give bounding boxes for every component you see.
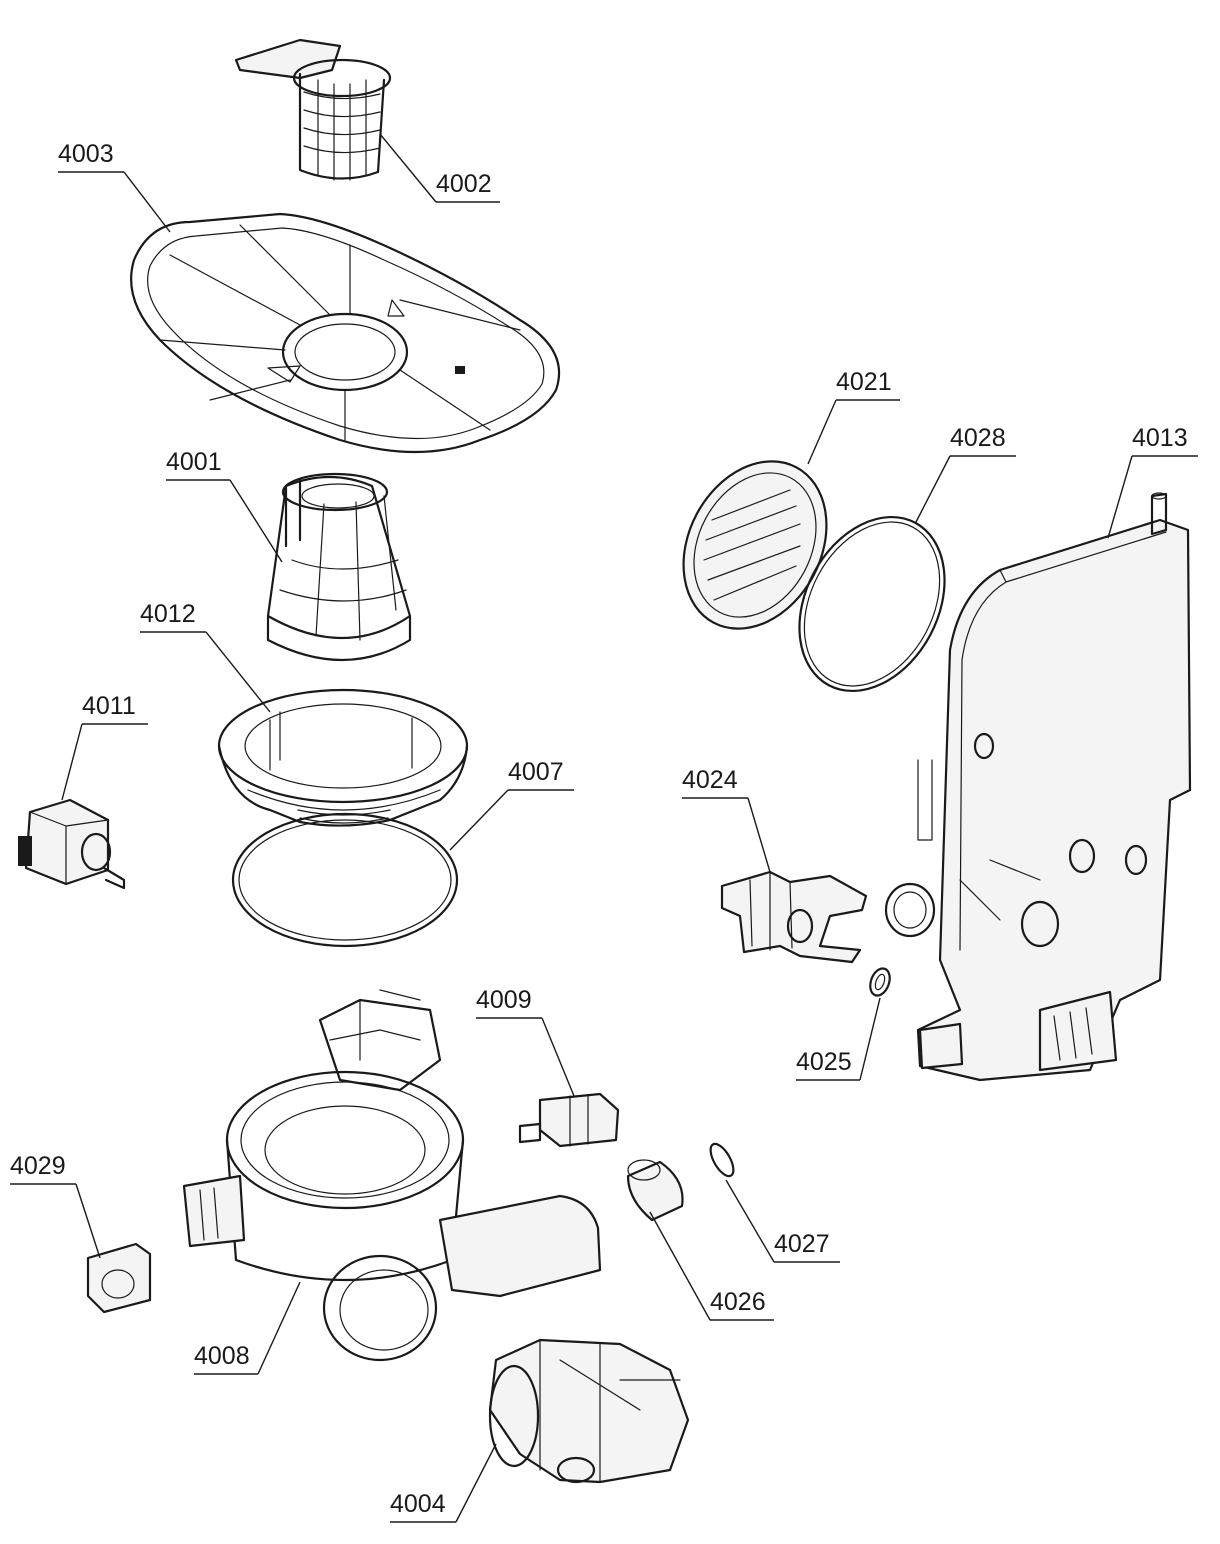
callout-4027: 4027 (725, 1179, 840, 1263)
callout-4021: 4021 (807, 368, 900, 465)
callout-label-4011: 4011 (82, 692, 136, 720)
callout-4028: 4028 (915, 424, 1016, 523)
callout-label-4025: 4025 (796, 1048, 852, 1076)
callout-label-4026: 4026 (710, 1288, 766, 1316)
callout-label-4002: 4002 (436, 170, 492, 198)
part-4009-connector (518, 1092, 620, 1148)
callout-4007: 4007 (449, 758, 574, 851)
callout-label-4012: 4012 (140, 600, 196, 628)
callout-label-4009: 4009 (476, 986, 532, 1014)
part-4002-fine-filter (234, 38, 392, 181)
callout-label-4007: 4007 (508, 758, 564, 786)
part-4021-cover (682, 460, 828, 630)
callout-label-4024: 4024 (682, 766, 738, 794)
callout-4009: 4009 (476, 986, 575, 1097)
part-4024-valve-bracket (720, 870, 868, 964)
callout-label-4028: 4028 (950, 424, 1006, 452)
callout-4001: 4001 (166, 448, 283, 563)
callout-4025: 4025 (796, 997, 881, 1081)
callout-label-4021: 4021 (836, 368, 892, 396)
callout-label-4003: 4003 (58, 140, 114, 168)
callout-4011: 4011 (61, 692, 148, 801)
part-4025-washer (869, 967, 891, 997)
callout-4002: 4002 (379, 133, 500, 203)
part-4008-sump (182, 989, 602, 1362)
part-4003-flat-filter (130, 212, 561, 454)
part-4007-seal-ring (231, 812, 459, 948)
callout-4004: 4004 (390, 1443, 497, 1523)
part-4012-ring (217, 688, 469, 827)
callout-label-4004: 4004 (390, 1490, 446, 1518)
callout-4026: 4026 (649, 1211, 774, 1321)
callout-label-4013: 4013 (1132, 424, 1188, 452)
part-4026-cylinder (626, 1159, 684, 1222)
callout-label-4008: 4008 (194, 1342, 250, 1370)
callout-4013: 4013 (1107, 424, 1198, 539)
part-4029-cap (86, 1242, 152, 1314)
part-4013-bracket (884, 492, 1192, 1082)
callout-4029: 4029 (10, 1152, 101, 1259)
callout-4012: 4012 (140, 600, 271, 713)
callout-4003: 4003 (58, 140, 171, 233)
part-4027-washer (709, 1142, 735, 1178)
part-4001-micro-filter (266, 472, 412, 661)
callout-label-4029: 4029 (10, 1152, 66, 1180)
callout-label-4001: 4001 (166, 448, 222, 476)
part-4028-o-ring (798, 515, 946, 693)
callout-4008: 4008 (194, 1281, 301, 1375)
part-4004-drain-pump (488, 1338, 690, 1484)
part-4011-sensor (18, 798, 126, 890)
callout-4024: 4024 (682, 766, 771, 873)
callout-label-4027: 4027 (774, 1230, 830, 1258)
